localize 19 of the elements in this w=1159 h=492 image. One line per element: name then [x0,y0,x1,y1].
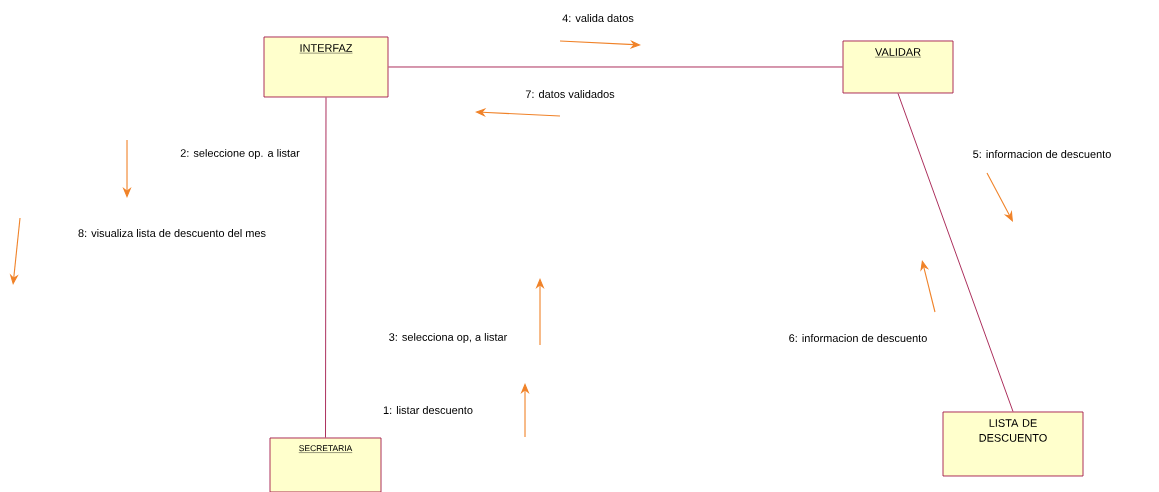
message-label: 7: datos validados [525,89,615,98]
message-label: 2: seleccione op. a listar [180,148,300,160]
object-name: SECRETARIA [298,445,353,453]
object-box [263,36,389,98]
message-label: 4: valida datos [562,14,634,22]
link-line [388,66,843,68]
message-label: 6: informacion de descuento [789,333,927,342]
object-name: VALIDAR [874,48,922,58]
link-line [897,93,1014,412]
object-name: INTERFAZ [299,44,353,54]
message-label: 1: listar descuento [383,405,473,414]
object-box [942,411,1084,477]
link-line [325,97,327,438]
message-label: 5: informacion de descuento [973,149,1111,158]
object-box [842,40,954,94]
message-label: 8: visualiza lista de descuento del mes [78,228,266,237]
object-name: LISTA DE DESCUENTO [979,419,1047,442]
object-box [269,437,382,492]
message-label: 3: selecciona op, a listar [389,332,508,344]
